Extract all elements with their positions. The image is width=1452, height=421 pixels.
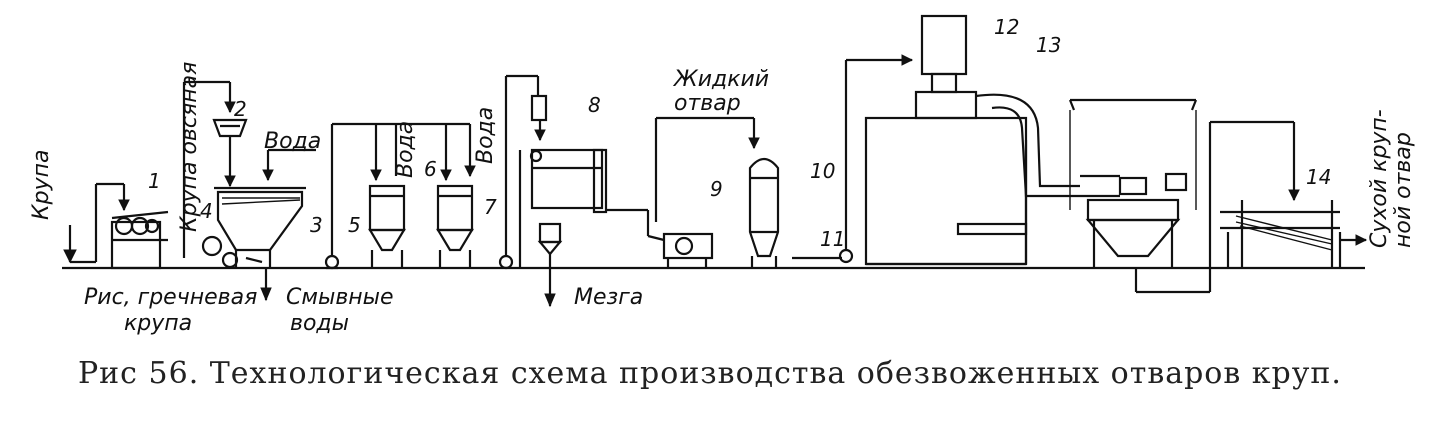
equipment-12-heater <box>914 14 978 120</box>
label-voda-right: Вода <box>473 107 498 164</box>
label-krupa-ovsyanaya: Крупа овсяная <box>177 62 202 232</box>
equipment-3-washer <box>201 148 316 302</box>
equipment-1-cleaner <box>94 182 169 270</box>
number-13: 13 <box>1036 33 1061 57</box>
grain-input-arrow <box>63 225 96 264</box>
label-ris-1: Рис, гречневая <box>84 285 257 310</box>
label-krupa: Крупа <box>29 150 54 220</box>
number-12: 12 <box>994 15 1019 39</box>
label-smyvnye-2: воды <box>290 311 349 336</box>
equipment-8-extractor <box>518 148 650 308</box>
pump-7 <box>498 74 548 270</box>
equipment-14-packer <box>1220 200 1368 268</box>
equipment-10-evaporator <box>748 157 780 268</box>
number-4: 4 <box>200 199 213 223</box>
number-5: 5 <box>348 213 361 237</box>
label-mezga: Мезга <box>574 285 643 310</box>
label-sukhoy-2: ной отвар <box>1391 132 1416 248</box>
cyclone-hopper <box>1068 98 1300 294</box>
label-zhidkiy-1: Жидкий <box>672 67 769 92</box>
figure-caption: Рис 56. Технологическая схема производст… <box>78 356 1342 391</box>
equipment-9-pump <box>647 232 714 268</box>
number-14: 14 <box>1306 165 1331 189</box>
equipment-13-dryer <box>864 93 1188 266</box>
label-ris-2: крупа <box>124 311 192 336</box>
label-smyvnye-1: Смывные <box>286 285 394 310</box>
number-7: 7 <box>484 195 497 219</box>
number-11: 11 <box>820 227 845 251</box>
label-zhidkiy-2: отвар <box>674 91 741 116</box>
label-voda-top: Вода <box>264 129 321 154</box>
number-3: 3 <box>310 213 323 237</box>
number-9: 9 <box>710 177 723 201</box>
label-voda-9a: Вода <box>393 121 418 178</box>
label-sukhoy-1: Сухой круп- <box>1367 109 1392 248</box>
number-1: 1 <box>148 169 161 193</box>
number-2: 2 <box>234 97 247 121</box>
number-8: 8 <box>588 93 601 117</box>
equipment-6-tank-a <box>368 124 406 268</box>
pump-11 <box>792 54 914 264</box>
liquid-broth-line <box>654 116 760 222</box>
equipment-6-tank-b <box>436 124 476 268</box>
number-10: 10 <box>810 159 835 183</box>
equipment-2-hopper <box>182 80 248 258</box>
number-6: 6 <box>424 157 437 181</box>
